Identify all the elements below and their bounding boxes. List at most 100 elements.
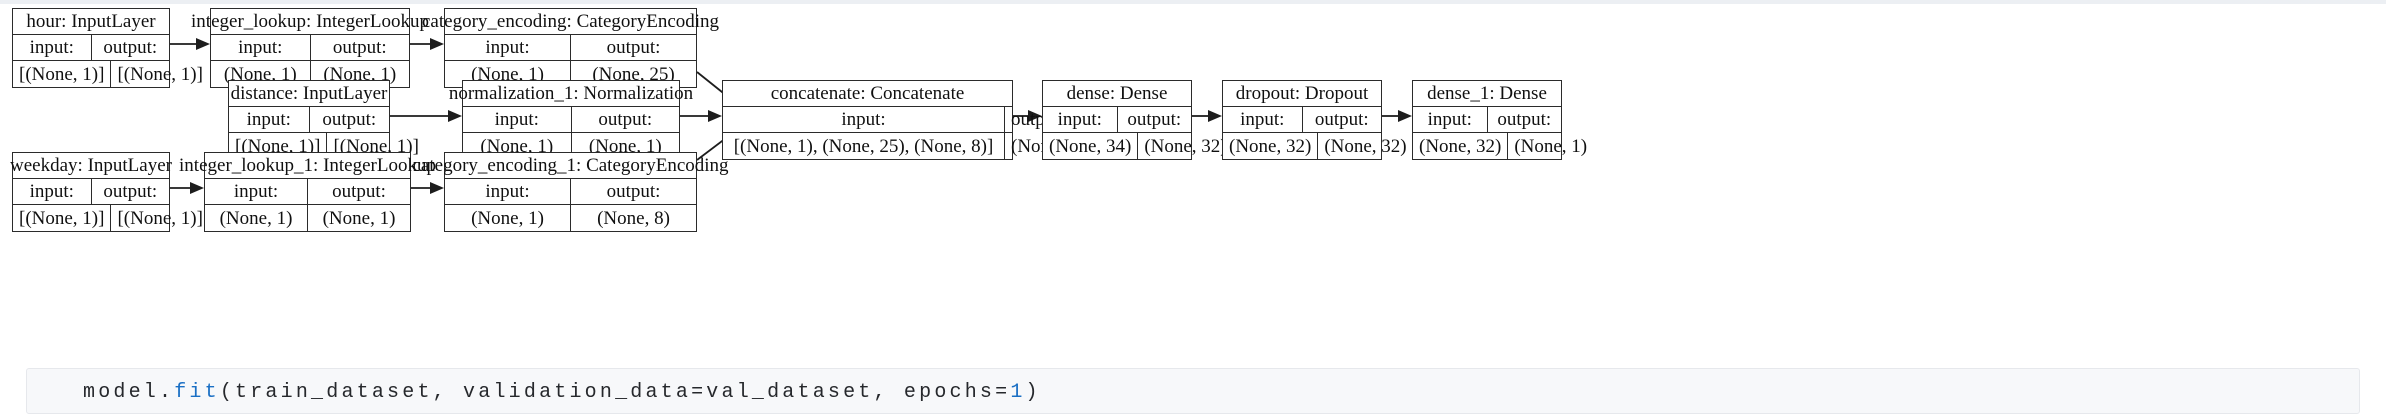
edge-hour-to-integer-lookup: [170, 38, 210, 50]
code-number-literal: 1: [1010, 381, 1026, 404]
node-integer-lookup-header-row: input: output:: [211, 35, 409, 61]
node-category-encoding-1-output-label: output:: [606, 181, 661, 202]
node-category-encoding-1-header-row: input: output:: [445, 179, 696, 205]
node-category-encoding-1-title: category_encoding_1: CategoryEncoding: [412, 153, 729, 179]
node-category-encoding-input-shape: (None, 1): [445, 61, 571, 87]
code-function-name: fit: [174, 381, 220, 404]
code-line: model.fit(train_dataset, validation_data…: [83, 381, 1041, 404]
node-distance[interactable]: distance: InputLayer input: output: [(No…: [228, 80, 419, 160]
node-integer-lookup[interactable]: integer_lookup: IntegerLookup input: out…: [191, 8, 429, 88]
node-dense-value-row: (None, 34) (None, 32): [1043, 133, 1227, 159]
node-dropout-header-row: input: output:: [1223, 107, 1381, 133]
node-integer-lookup-1-title: integer_lookup_1: IntegerLookup: [179, 153, 436, 179]
node-category-encoding-1[interactable]: category_encoding_1: CategoryEncoding in…: [412, 152, 729, 232]
node-weekday-header-row: input: output:: [13, 179, 169, 205]
node-weekday-output-label: output:: [103, 181, 158, 202]
node-distance-value-row: [(None, 1)] [(None, 1)]: [229, 133, 419, 159]
node-normalization-1-header-row: input: output:: [463, 107, 679, 133]
node-dropout-output-shape: (None, 32): [1324, 135, 1407, 157]
edge-normalization-to-concatenate: [680, 110, 722, 122]
node-concatenate-input-shape: [(None, 1), (None, 25), (None, 8)]: [723, 133, 1005, 159]
node-concatenate-input-label: input:: [723, 107, 1005, 132]
node-concatenate[interactable]: concatenate: Concatenate input: output: …: [722, 80, 1093, 160]
node-distance-output-shape: [(None, 1)]: [333, 135, 419, 157]
node-category-encoding-header-row: input: output:: [445, 35, 696, 61]
node-concatenate-header-row: input: output:: [723, 107, 1065, 133]
node-dropout-value-row: (None, 32) (None, 32): [1223, 133, 1407, 159]
node-dense-output-shape: (None, 32): [1144, 135, 1227, 157]
node-distance-output-label: output:: [322, 109, 377, 130]
edge-integer-lookup-1-to-category-encoding-1: [411, 182, 444, 194]
node-hour[interactable]: hour: InputLayer input: output: [(None, …: [12, 8, 203, 88]
node-integer-lookup-1-header-row: input: output:: [205, 179, 410, 205]
node-normalization-1-output-label: output:: [598, 109, 653, 130]
node-distance-input-shape: [(None, 1)]: [229, 133, 328, 159]
node-integer-lookup-1[interactable]: integer_lookup_1: IntegerLookup input: o…: [179, 152, 436, 232]
edge-dropout-to-dense-1: [1382, 110, 1412, 122]
node-normalization-1-input-label: input:: [463, 107, 572, 132]
node-dense-header-row: input: output:: [1043, 107, 1191, 133]
node-hour-header-row: input: output:: [13, 35, 169, 61]
edge-distance-to-normalization: [390, 110, 462, 122]
node-weekday-input-shape: [(None, 1)]: [13, 205, 112, 231]
node-dropout[interactable]: dropout: Dropout input: output: (None, 3…: [1222, 80, 1407, 160]
node-category-encoding-output-shape: (None, 25): [592, 63, 675, 85]
node-category-encoding-1-output-shape: (None, 8): [597, 207, 670, 229]
node-distance-title: distance: InputLayer: [229, 81, 389, 107]
node-dense-input-shape: (None, 34): [1043, 133, 1139, 159]
node-dense-1-input-shape: (None, 32): [1413, 133, 1509, 159]
code-arguments: (train_dataset, validation_data=val_data…: [219, 381, 1011, 404]
node-integer-lookup-1-input-label: input:: [205, 179, 308, 204]
node-dense-1-value-row: (None, 32) (None, 1): [1413, 133, 1587, 159]
node-dense-1[interactable]: dense_1: Dense input: output: (None, 32)…: [1412, 80, 1587, 160]
node-dense-title: dense: Dense: [1043, 81, 1191, 107]
model-architecture-diagram: hour: InputLayer input: output: [(None, …: [10, 8, 1587, 232]
edge-weekday-to-integer-lookup-1: [170, 182, 204, 194]
node-category-encoding-input-label: input:: [445, 35, 571, 60]
code-cell[interactable]: model.fit(train_dataset, validation_data…: [26, 368, 2360, 414]
node-integer-lookup-value-row: (None, 1) (None, 1): [211, 61, 409, 87]
node-category-encoding-1-input-shape: (None, 1): [445, 205, 571, 231]
node-hour-output-shape: [(None, 1)]: [117, 63, 203, 85]
edge-integer-lookup-to-category-encoding: [410, 38, 444, 50]
node-dense-1-output-label: output:: [1497, 109, 1552, 130]
node-dense-1-title: dense_1: Dense: [1413, 81, 1561, 107]
node-dropout-input-label: input:: [1223, 107, 1303, 132]
node-hour-output-label: output:: [103, 37, 158, 58]
node-weekday-input-label: input:: [13, 179, 92, 204]
node-dense-1-output-shape: (None, 1): [1514, 135, 1588, 157]
node-normalization-1-title: normalization_1: Normalization: [449, 81, 693, 107]
node-dropout-input-shape: (None, 32): [1223, 133, 1319, 159]
node-category-encoding-1-value-row: (None, 1) (None, 8): [445, 205, 696, 231]
top-separator-rule: [0, 0, 2386, 4]
node-dropout-output-label: output:: [1314, 109, 1369, 130]
code-prefix: model.: [83, 381, 175, 404]
node-normalization-1[interactable]: normalization_1: Normalization input: ou…: [449, 80, 693, 160]
node-category-encoding-1-input-label: input:: [445, 179, 571, 204]
node-dense-1-header-row: input: output:: [1413, 107, 1561, 133]
node-category-encoding[interactable]: category_encoding: CategoryEncoding inpu…: [422, 8, 719, 88]
node-dense[interactable]: dense: Dense input: output: (None, 34) (…: [1042, 80, 1227, 160]
edge-dense-to-dropout: [1192, 110, 1222, 122]
node-integer-lookup-1-output-label: output:: [332, 181, 386, 202]
code-suffix: ): [1025, 381, 1041, 404]
node-dense-1-input-label: input:: [1413, 107, 1488, 132]
node-integer-lookup-input-shape: (None, 1): [211, 61, 311, 87]
node-normalization-1-input-shape: (None, 1): [463, 133, 572, 159]
node-integer-lookup-1-value-row: (None, 1) (None, 1): [205, 205, 410, 231]
node-category-encoding-output-label: output:: [606, 37, 661, 58]
node-normalization-1-output-shape: (None, 1): [588, 135, 662, 157]
node-integer-lookup-title: integer_lookup: IntegerLookup: [191, 9, 429, 35]
node-dense-output-label: output:: [1127, 109, 1182, 130]
node-concatenate-value-row: [(None, 1), (None, 25), (None, 8)] (None…: [723, 133, 1093, 159]
node-integer-lookup-output-label: output:: [332, 37, 387, 58]
node-integer-lookup-input-label: input:: [211, 35, 311, 60]
node-weekday-output-shape: [(None, 1)]: [117, 207, 203, 229]
node-concatenate-title: concatenate: Concatenate: [723, 81, 1012, 107]
node-weekday[interactable]: weekday: InputLayer input: output: [(Non…: [10, 152, 203, 232]
node-weekday-title: weekday: InputLayer: [10, 153, 172, 179]
node-weekday-value-row: [(None, 1)] [(None, 1)]: [13, 205, 203, 231]
node-hour-input-label: input:: [13, 35, 92, 60]
node-hour-input-shape: [(None, 1)]: [13, 61, 112, 87]
node-hour-title: hour: InputLayer: [13, 9, 169, 35]
